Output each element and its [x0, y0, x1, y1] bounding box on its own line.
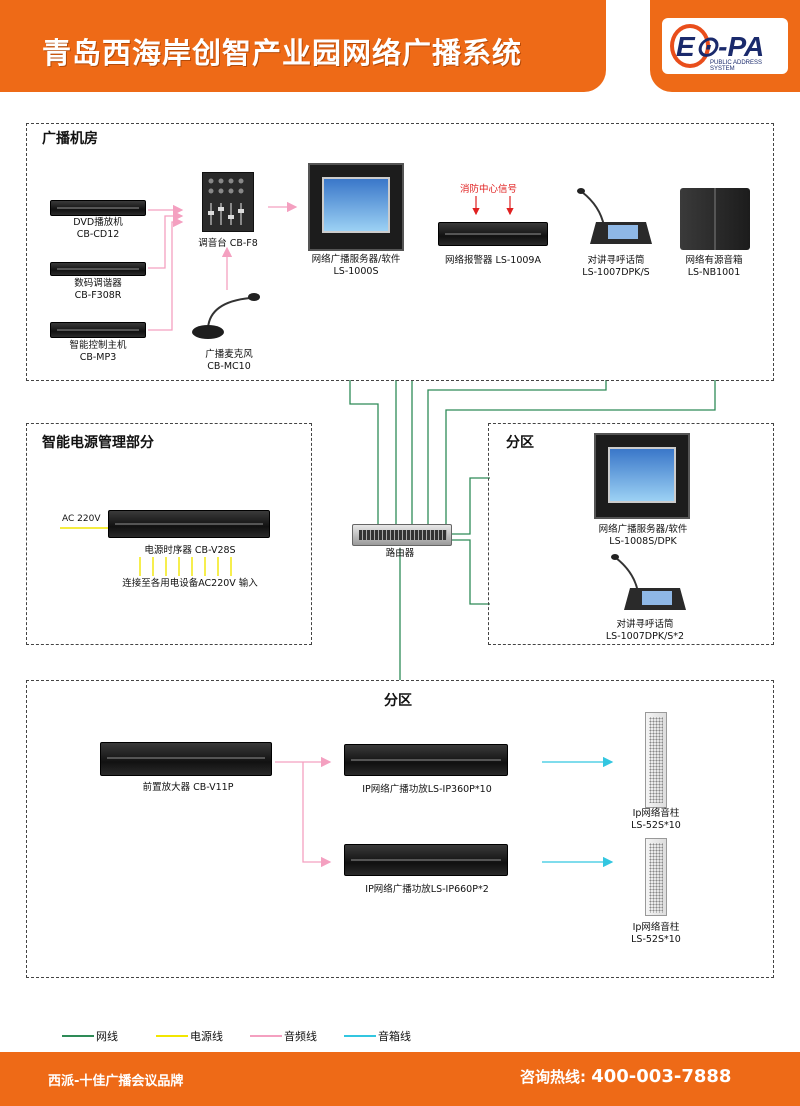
sequencer-device	[108, 510, 270, 538]
alarm-device	[438, 222, 548, 246]
section-title-power: 智能电源管理部分	[42, 435, 154, 451]
server2-name: 网络广播服务器/软件	[598, 524, 688, 535]
section-title-zone-right: 分区	[506, 435, 534, 451]
paging2-model: LS-1007DPK/S*2	[605, 631, 685, 642]
header-banner	[0, 0, 606, 92]
server2-model: LS-1008S/DPK	[609, 536, 677, 547]
server-model: LS-1000S	[333, 266, 379, 277]
hotline-label: 咨询热线:	[520, 1068, 586, 1086]
alarm-label: 网络报警器 LS-1009A	[445, 255, 541, 266]
tuner-device	[50, 262, 146, 276]
dvd-model: CB-CD12	[76, 229, 120, 240]
server-screen	[322, 177, 390, 233]
amp2-label: IP网络广播功放LS-IP660P*2	[365, 884, 489, 895]
legend-speaker-swatch	[344, 1035, 376, 1037]
paging-mic-icon	[577, 188, 652, 244]
paging2-name: 对讲寻呼话筒	[616, 619, 674, 630]
logo-subtext: PUBLIC ADDRESS SYSTEM	[710, 60, 763, 72]
mic-name: 广播麦克风	[205, 349, 253, 360]
amp1-device	[344, 744, 508, 776]
section-broadcast-room	[26, 123, 774, 381]
sequencer-note: 连接至各用电设备AC220V 输入	[122, 578, 258, 589]
col1-name: Ip网络音柱	[632, 808, 680, 819]
amp2-device	[344, 844, 508, 876]
legend-audio-swatch	[250, 1035, 282, 1037]
active-speaker-name: 网络有源音箱	[685, 255, 743, 266]
active-speaker-device	[680, 188, 750, 250]
controller-model: CB-MP3	[79, 352, 117, 363]
controller-name: 智能控制主机	[69, 340, 127, 351]
footer-bar: 西派-十佳广播会议品牌 咨询热线: 400-003-7888	[0, 1052, 800, 1106]
paging2-mic-icon	[611, 554, 686, 610]
dvd-player-device	[50, 200, 146, 216]
hotline-number: 400-003-7888	[591, 1066, 732, 1087]
page-title: 青岛西海岸创智产业园网络广播系统	[42, 36, 523, 70]
router-label: 路由器	[385, 548, 415, 559]
preamp-device	[100, 742, 272, 776]
col2-name: Ip网络音柱	[632, 922, 680, 933]
audio-lines-room	[148, 201, 298, 331]
router-device	[352, 524, 452, 546]
controller-device	[50, 322, 146, 338]
section-zone-right	[488, 423, 774, 645]
tuner-name: 数码调谐器	[74, 278, 122, 289]
section-zone-bottom	[26, 680, 774, 978]
broadcast-mic-icon	[192, 293, 260, 339]
legend: 网线 电源线 音频线 音箱线	[62, 1028, 482, 1044]
server2-screen	[608, 447, 676, 503]
legend-network-swatch	[62, 1035, 94, 1037]
network-lines	[349, 380, 716, 680]
server-name: 网络广播服务器/软件	[311, 254, 401, 265]
legend-network-label: 网线	[96, 1030, 118, 1043]
paging-name: 对讲寻呼话筒	[587, 255, 645, 266]
logo-panel: E⊙-PA PUBLIC ADDRESS SYSTEM	[650, 0, 800, 92]
section-title-zone-bottom: 分区	[384, 693, 412, 709]
sequencer-label: 电源时序器 CB-V28S	[144, 545, 236, 556]
tuner-model: CB-F308R	[74, 290, 122, 301]
footer-brand: 西派-十佳广播会议品牌	[48, 1074, 184, 1089]
audio-lines-zone	[275, 756, 332, 868]
paging-model: LS-1007DPK/S	[582, 267, 650, 278]
broadcast-server2-device	[594, 433, 690, 519]
speaker-column-1	[645, 712, 667, 808]
broadcast-server-device	[308, 163, 404, 251]
legend-audio-label: 音频线	[284, 1030, 317, 1043]
legend-power-swatch	[156, 1035, 188, 1037]
mic-model: CB-MC10	[207, 361, 251, 372]
legend-speaker-label: 音箱线	[378, 1030, 411, 1043]
mixer-label: 调音台 CB-F8	[198, 238, 258, 249]
logo-text: E⊙-PA	[676, 31, 765, 62]
amp1-label: IP网络广播功放LS-IP360P*10	[362, 784, 492, 795]
ac-input-label: AC 220V	[62, 514, 101, 524]
col2-model: LS-52S*10	[631, 934, 681, 945]
mixer-device	[202, 172, 254, 232]
logo-ring-icon	[670, 24, 710, 68]
col1-model: LS-52S*10	[631, 820, 681, 831]
power-lines	[60, 527, 232, 576]
speaker-lines	[542, 756, 614, 868]
footer-hotline: 咨询热线: 400-003-7888	[520, 1066, 731, 1087]
section-power-management	[26, 423, 312, 645]
mixer-faders-icon	[208, 178, 244, 225]
fire-signal-label: 消防中心信号	[460, 184, 518, 195]
active-speaker-model: LS-NB1001	[687, 267, 741, 278]
dvd-name: DVD播放机	[73, 217, 123, 228]
speaker-column-2	[645, 838, 667, 916]
section-title-room: 广播机房	[42, 131, 98, 147]
logo: E⊙-PA PUBLIC ADDRESS SYSTEM	[662, 18, 788, 74]
legend-power-label: 电源线	[190, 1030, 223, 1043]
preamp-label: 前置放大器 CB-V11P	[142, 782, 234, 793]
